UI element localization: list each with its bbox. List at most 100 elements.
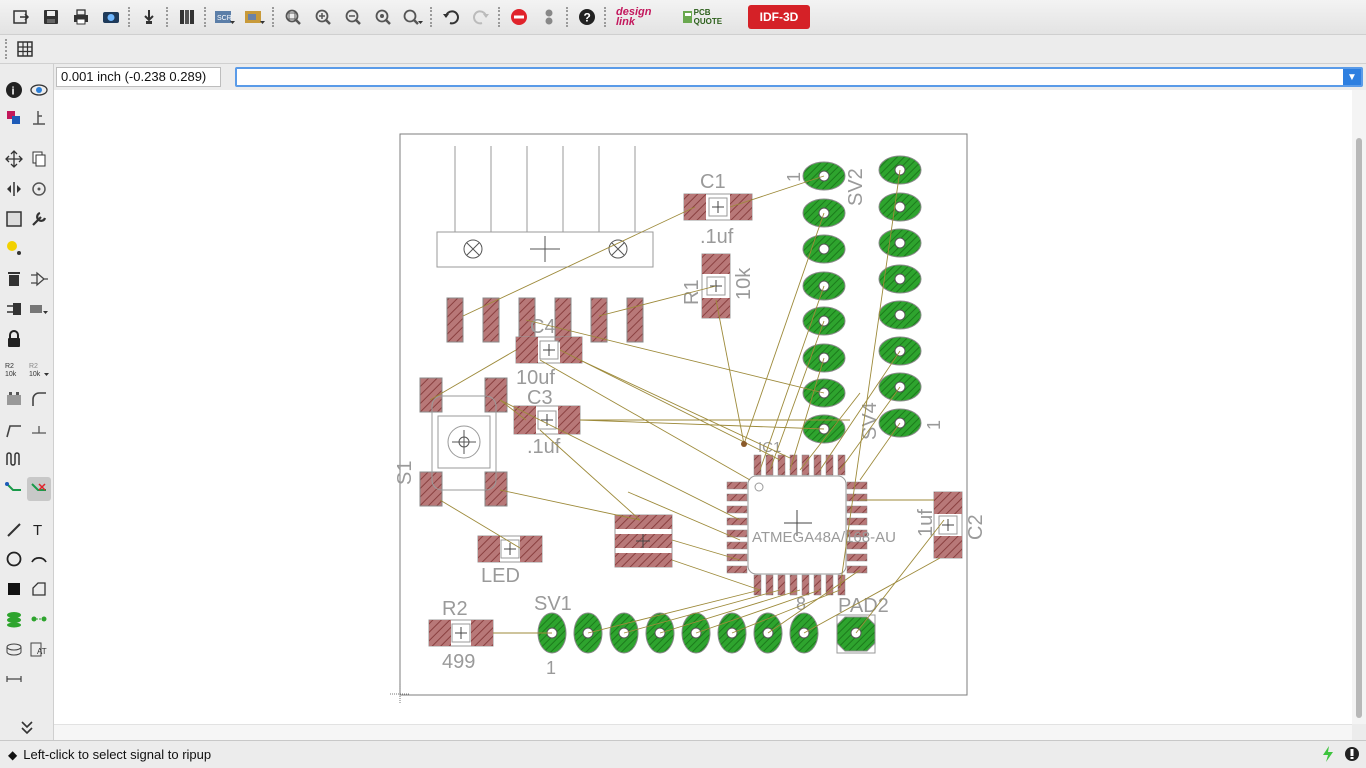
zoom-in-icon[interactable]	[310, 4, 336, 30]
label-c1: C1	[700, 171, 726, 193]
component-c3[interactable]: C3 .1uf	[513, 387, 581, 458]
signal-icon[interactable]	[27, 607, 51, 631]
replace-icon[interactable]	[2, 297, 26, 321]
display-layers-icon[interactable]	[2, 106, 26, 130]
lock-icon[interactable]	[2, 327, 26, 351]
header-sv4[interactable]: 1 SV4	[859, 155, 944, 440]
stop-status-icon[interactable]	[1344, 745, 1360, 763]
route-icon[interactable]	[2, 477, 26, 501]
meander-icon[interactable]	[2, 447, 26, 471]
show-icon[interactable]	[27, 78, 51, 102]
component-c1[interactable]: C1 .1uf	[683, 171, 753, 248]
stop-icon[interactable]	[506, 4, 532, 30]
save-icon[interactable]	[38, 4, 64, 30]
main-toolbar: SCR ? design link PCB QUOTE IDF-3D	[0, 0, 1366, 35]
zoom-redraw-icon[interactable]	[370, 4, 396, 30]
script-icon[interactable]: SCR	[212, 4, 238, 30]
arc-icon[interactable]	[27, 547, 51, 571]
horizontal-scrollbar[interactable]	[54, 724, 1352, 740]
split-icon[interactable]	[2, 418, 26, 442]
rect-icon[interactable]	[2, 577, 26, 601]
connector-component[interactable]	[436, 146, 654, 268]
go-icon[interactable]	[536, 4, 562, 30]
label-c2-value: 1uf	[915, 509, 937, 537]
paste-icon[interactable]	[2, 236, 26, 260]
designlink-button[interactable]: design link	[616, 6, 652, 28]
vertical-scrollbar-thumb[interactable]	[1356, 138, 1362, 718]
change-icon[interactable]	[27, 207, 51, 231]
svg-text:i: i	[12, 86, 15, 98]
library-icon[interactable]	[174, 4, 200, 30]
mirror-icon[interactable]	[2, 177, 26, 201]
help-icon[interactable]: ?	[574, 4, 600, 30]
ripup-icon[interactable]	[27, 477, 51, 501]
component-s1[interactable]: S1	[394, 377, 508, 507]
miter-icon[interactable]	[27, 387, 51, 411]
pcb-quote-button[interactable]: PCB QUOTE	[682, 5, 732, 29]
undo-icon[interactable]	[438, 4, 464, 30]
cam-icon[interactable]	[98, 4, 124, 30]
lock-chip-icon[interactable]	[27, 297, 51, 321]
via-icon[interactable]	[2, 607, 26, 631]
component-resonator[interactable]	[614, 514, 673, 568]
move-icon[interactable]	[2, 147, 26, 171]
component-led[interactable]: LED	[477, 535, 543, 587]
copy-icon[interactable]	[27, 147, 51, 171]
label-sv4-pin1: 1	[924, 420, 944, 430]
status-bar: ◆ Left-click to select signal to ripup	[0, 740, 1366, 768]
svg-text:SCR: SCR	[217, 15, 232, 22]
text-icon[interactable]: T	[27, 517, 51, 541]
component-pad2[interactable]: PAD2	[836, 595, 889, 654]
toolbar-separator	[270, 4, 278, 30]
hole-icon[interactable]	[2, 637, 26, 661]
rotate-icon[interactable]	[27, 177, 51, 201]
zoom-fit-icon[interactable]	[280, 4, 306, 30]
label-sv4: SV4	[859, 402, 881, 440]
idf-3d-button[interactable]: IDF-3D	[748, 5, 810, 29]
svg-text:?: ?	[584, 11, 591, 25]
pcb-quote-icon	[683, 11, 692, 23]
delete-icon[interactable]	[2, 267, 26, 291]
ulp-icon[interactable]	[242, 4, 268, 30]
zoom-select-icon[interactable]	[400, 4, 426, 30]
attribute-icon[interactable]: AT	[27, 637, 51, 661]
smash-icon[interactable]	[2, 387, 26, 411]
toolbar-separator	[428, 4, 436, 30]
command-history-dropdown-icon[interactable]: ▼	[1343, 69, 1361, 85]
wire-icon[interactable]	[2, 517, 26, 541]
component-c2[interactable]: C2 1uf	[915, 491, 987, 559]
more-tools-chevron-icon[interactable]	[15, 715, 39, 739]
command-line-input[interactable]: ▼	[235, 67, 1363, 87]
group-icon[interactable]	[2, 207, 26, 231]
polygon-icon[interactable]	[27, 577, 51, 601]
smd-pad-row[interactable]	[446, 297, 644, 343]
header-sv2[interactable]: 1 SV2	[784, 161, 867, 444]
label-sv1: SV1	[534, 593, 572, 615]
dimension-icon[interactable]	[2, 667, 26, 691]
label-r2: R2	[442, 598, 468, 620]
component-r2[interactable]: R2 499	[428, 598, 494, 673]
board-canvas[interactable]: C1 .1uf R1 10k C4 10uf	[54, 90, 1352, 724]
print-icon[interactable]	[68, 4, 94, 30]
zoom-out-icon[interactable]	[340, 4, 366, 30]
lightning-icon[interactable]	[1320, 745, 1336, 763]
add-icon[interactable]	[27, 267, 51, 291]
label-sv1-pin1: 1	[546, 658, 556, 678]
info-icon[interactable]: i	[2, 78, 26, 102]
open-icon[interactable]	[8, 4, 34, 30]
mark-icon[interactable]	[27, 106, 51, 130]
vertical-scrollbar[interactable]	[1352, 90, 1366, 724]
optimize-icon[interactable]	[27, 418, 51, 442]
component-c4[interactable]: C4 10uf	[515, 316, 583, 389]
grid-icon[interactable]	[12, 36, 38, 62]
circle-icon[interactable]	[2, 547, 26, 571]
svg-text:R2: R2	[5, 363, 14, 370]
component-ic1[interactable]: IC1 ATMEGA48A/168-AU	[726, 439, 896, 596]
sch-switch-icon[interactable]	[136, 4, 162, 30]
status-message: Left-click to select signal to ripup	[23, 747, 212, 762]
redo-icon[interactable]	[468, 4, 494, 30]
